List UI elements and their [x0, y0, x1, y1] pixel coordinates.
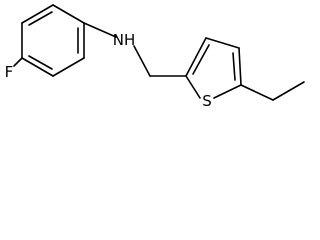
nitrogen-methylene-bond — [133, 45, 151, 77]
ring-double-bond — [28, 11, 53, 26]
nitrogen-atom-label: NH — [113, 31, 136, 49]
ring-double-bond — [28, 55, 53, 70]
thiophene-ring — [185, 37, 242, 99]
ring-bond — [185, 37, 207, 77]
ethyl-bond — [240, 84, 274, 101]
ring-bond — [238, 47, 242, 86]
ring-bond — [52, 4, 85, 24]
ring-bond — [205, 37, 240, 49]
ring-bond — [185, 75, 201, 99]
ring-bond — [213, 84, 242, 99]
fluorine-atom-label: F — [5, 63, 14, 81]
ethyl-bond — [272, 81, 305, 101]
fluorobenzene-ring — [21, 4, 85, 77]
ring-bond — [21, 57, 54, 77]
carbon-fluorine-bond — [13, 57, 23, 67]
ring-bond — [52, 57, 85, 77]
ring-nitrogen-bond — [83, 22, 117, 38]
chemical-structure-diagram: NH F S — [5, 4, 305, 110]
ring-double-bond — [192, 44, 210, 75]
ring-bond — [21, 4, 54, 24]
ring-double-bond — [232, 52, 236, 81]
sulfur-atom-label: S — [202, 92, 212, 110]
